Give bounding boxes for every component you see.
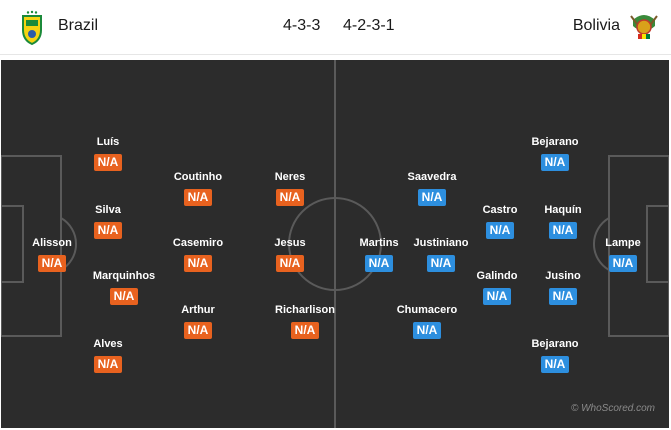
player-rating: N/A <box>94 154 122 171</box>
away-player[interactable]: Martins N/A <box>334 237 424 272</box>
player-rating: N/A <box>94 222 122 239</box>
away-formation: 4-2-3-1 <box>343 17 395 34</box>
player-name: Chumacero <box>396 304 458 316</box>
whoscored-watermark: © WhoScored.com <box>570 403 655 414</box>
player-name: Jusino <box>545 270 581 282</box>
player-rating: N/A <box>549 222 577 239</box>
player-name: Lampe <box>605 237 641 249</box>
player-rating: N/A <box>365 255 393 272</box>
player-rating: N/A <box>110 288 138 305</box>
player-rating: N/A <box>276 189 304 206</box>
away-player[interactable]: Haquín N/A <box>518 204 608 239</box>
bolivia-coat-of-arms-icon <box>630 15 658 39</box>
player-rating: N/A <box>427 255 455 272</box>
player-name: Castro <box>482 204 518 216</box>
player-rating: N/A <box>541 356 569 373</box>
player-rating: N/A <box>291 322 319 339</box>
pitch: Alisson N/A Luís N/A Silva N/A Marquinho… <box>1 60 669 428</box>
player-rating: N/A <box>541 154 569 171</box>
home-player[interactable]: Coutinho N/A <box>153 171 243 206</box>
player-name: Arthur <box>181 304 215 316</box>
player-name: Haquín <box>544 204 582 216</box>
away-player[interactable]: Bejarano N/A <box>510 338 600 373</box>
player-name: Martins <box>359 237 399 249</box>
home-player[interactable]: Richarlison N/A <box>260 304 350 339</box>
player-name: Casemiro <box>172 237 224 249</box>
player-rating: N/A <box>483 288 511 305</box>
player-name: Marquinhos <box>92 270 156 282</box>
player-name: Galindo <box>476 270 518 282</box>
home-player[interactable]: Casemiro N/A <box>153 237 243 272</box>
away-player[interactable]: Justiniano N/A <box>396 237 486 272</box>
cbf-crest-icon <box>22 10 42 46</box>
player-rating: N/A <box>184 255 212 272</box>
pitch-markings <box>1 60 669 428</box>
player-rating: N/A <box>418 189 446 206</box>
player-name: Coutinho <box>173 171 223 183</box>
player-name: Luís <box>96 136 120 148</box>
away-player[interactable]: Chumacero N/A <box>382 304 472 339</box>
player-name: Alisson <box>32 237 72 249</box>
player-name: Neres <box>274 171 306 183</box>
home-player[interactable]: Arthur N/A <box>153 304 243 339</box>
player-name: Saavedra <box>407 171 457 183</box>
home-player[interactable]: Silva N/A <box>63 204 153 239</box>
home-player[interactable]: Neres N/A <box>245 171 335 206</box>
player-rating: N/A <box>413 322 441 339</box>
player-name: Richarlison <box>275 304 335 316</box>
home-player[interactable]: Jesus N/A <box>245 237 335 272</box>
home-player[interactable]: Luís N/A <box>63 136 153 171</box>
player-name: Alves <box>93 338 123 350</box>
player-rating: N/A <box>276 255 304 272</box>
player-rating: N/A <box>38 255 66 272</box>
player-rating: N/A <box>486 222 514 239</box>
away-player[interactable]: Jusino N/A <box>518 270 608 305</box>
home-team-name[interactable]: Brazil <box>58 17 99 34</box>
match-header: Brazil 4-3-3 4-2-3-1 Bolivia <box>0 0 671 55</box>
away-player[interactable]: Lampe N/A <box>578 237 668 272</box>
home-formation: 4-3-3 <box>283 17 321 34</box>
player-rating: N/A <box>184 322 212 339</box>
home-player[interactable]: Alisson N/A <box>7 237 97 272</box>
player-name: Silva <box>95 204 121 216</box>
away-team-name[interactable]: Bolivia <box>572 17 620 34</box>
home-player[interactable]: Alves N/A <box>63 338 153 373</box>
player-name: Bejarano <box>531 136 579 148</box>
away-player[interactable]: Castro N/A <box>455 204 545 239</box>
player-rating: N/A <box>549 288 577 305</box>
player-rating: N/A <box>184 189 212 206</box>
away-player[interactable]: Saavedra N/A <box>387 171 477 206</box>
player-rating: N/A <box>609 255 637 272</box>
player-name: Jesus <box>274 237 306 249</box>
away-player[interactable]: Bejarano N/A <box>510 136 600 171</box>
player-name: Justiniano <box>413 237 469 249</box>
away-player[interactable]: Galindo N/A <box>452 270 542 305</box>
home-player[interactable]: Marquinhos N/A <box>79 270 169 305</box>
player-rating: N/A <box>94 356 122 373</box>
player-name: Bejarano <box>531 338 579 350</box>
